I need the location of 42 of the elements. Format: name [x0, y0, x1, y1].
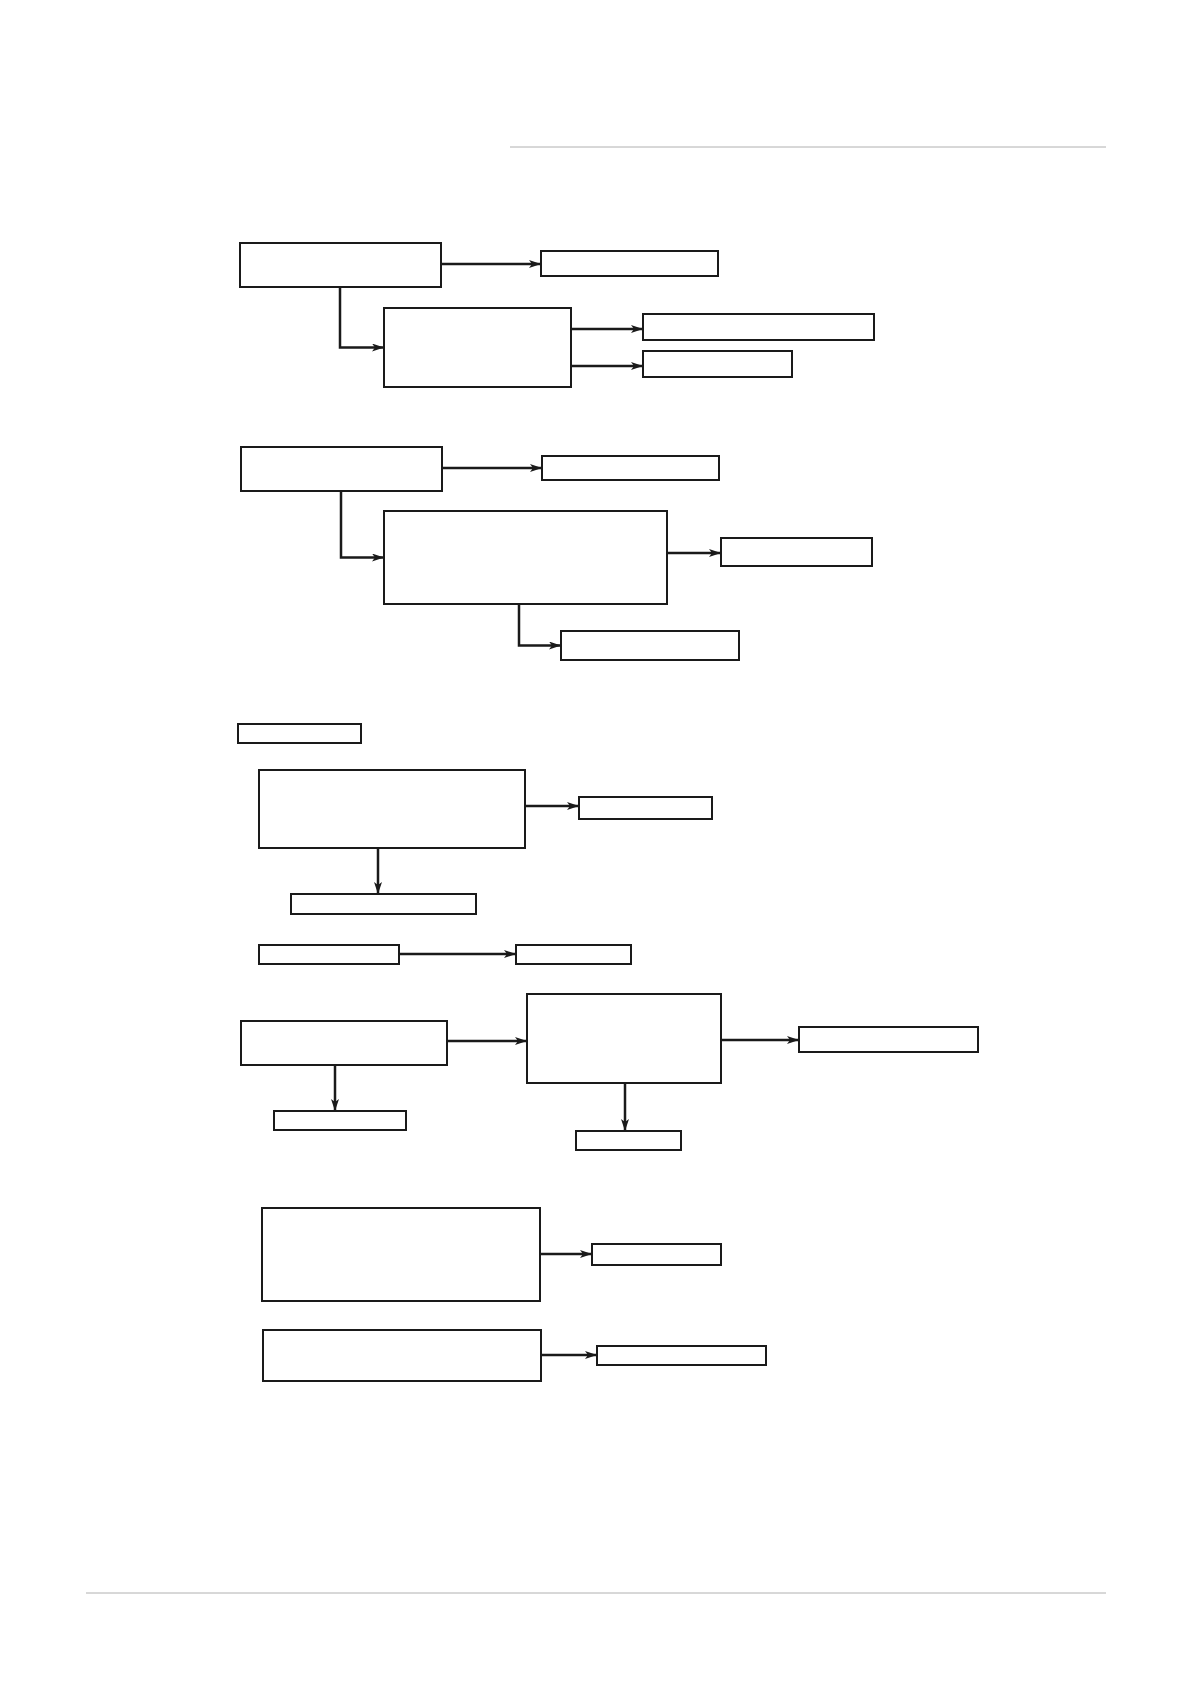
arrow — [668, 549, 721, 557]
empty-box — [578, 796, 713, 820]
arrow — [442, 260, 541, 268]
arrow — [517, 605, 561, 650]
empty-box — [526, 993, 722, 1084]
empty-box — [383, 510, 668, 605]
arrow — [331, 1066, 339, 1111]
empty-box — [596, 1345, 767, 1366]
arrow — [722, 1036, 799, 1044]
empty-box — [798, 1026, 979, 1053]
empty-box — [720, 537, 873, 567]
arrow — [572, 325, 643, 333]
arrow — [572, 362, 643, 370]
empty-box — [383, 307, 572, 388]
empty-box — [262, 1329, 542, 1382]
empty-box — [273, 1110, 407, 1131]
empty-box — [240, 446, 443, 492]
empty-box — [541, 455, 720, 481]
arrow — [338, 288, 384, 352]
empty-box — [290, 893, 477, 915]
empty-box — [240, 1020, 448, 1066]
empty-box — [560, 630, 740, 661]
arrow — [526, 802, 579, 810]
empty-box — [258, 944, 400, 965]
arrow — [443, 464, 542, 472]
empty-box — [258, 769, 526, 849]
empty-box — [642, 313, 875, 341]
empty-box — [642, 350, 793, 378]
empty-box — [540, 250, 719, 277]
empty-box — [261, 1207, 541, 1302]
arrow — [542, 1351, 597, 1359]
empty-box — [575, 1130, 682, 1151]
arrow — [374, 849, 382, 894]
arrow — [448, 1037, 527, 1045]
empty-box — [515, 944, 632, 965]
arrow — [541, 1250, 592, 1258]
arrow — [339, 492, 384, 562]
empty-box — [237, 723, 362, 744]
empty-box — [591, 1243, 722, 1266]
arrow — [400, 950, 516, 958]
arrow — [621, 1084, 629, 1131]
empty-box — [239, 242, 442, 288]
